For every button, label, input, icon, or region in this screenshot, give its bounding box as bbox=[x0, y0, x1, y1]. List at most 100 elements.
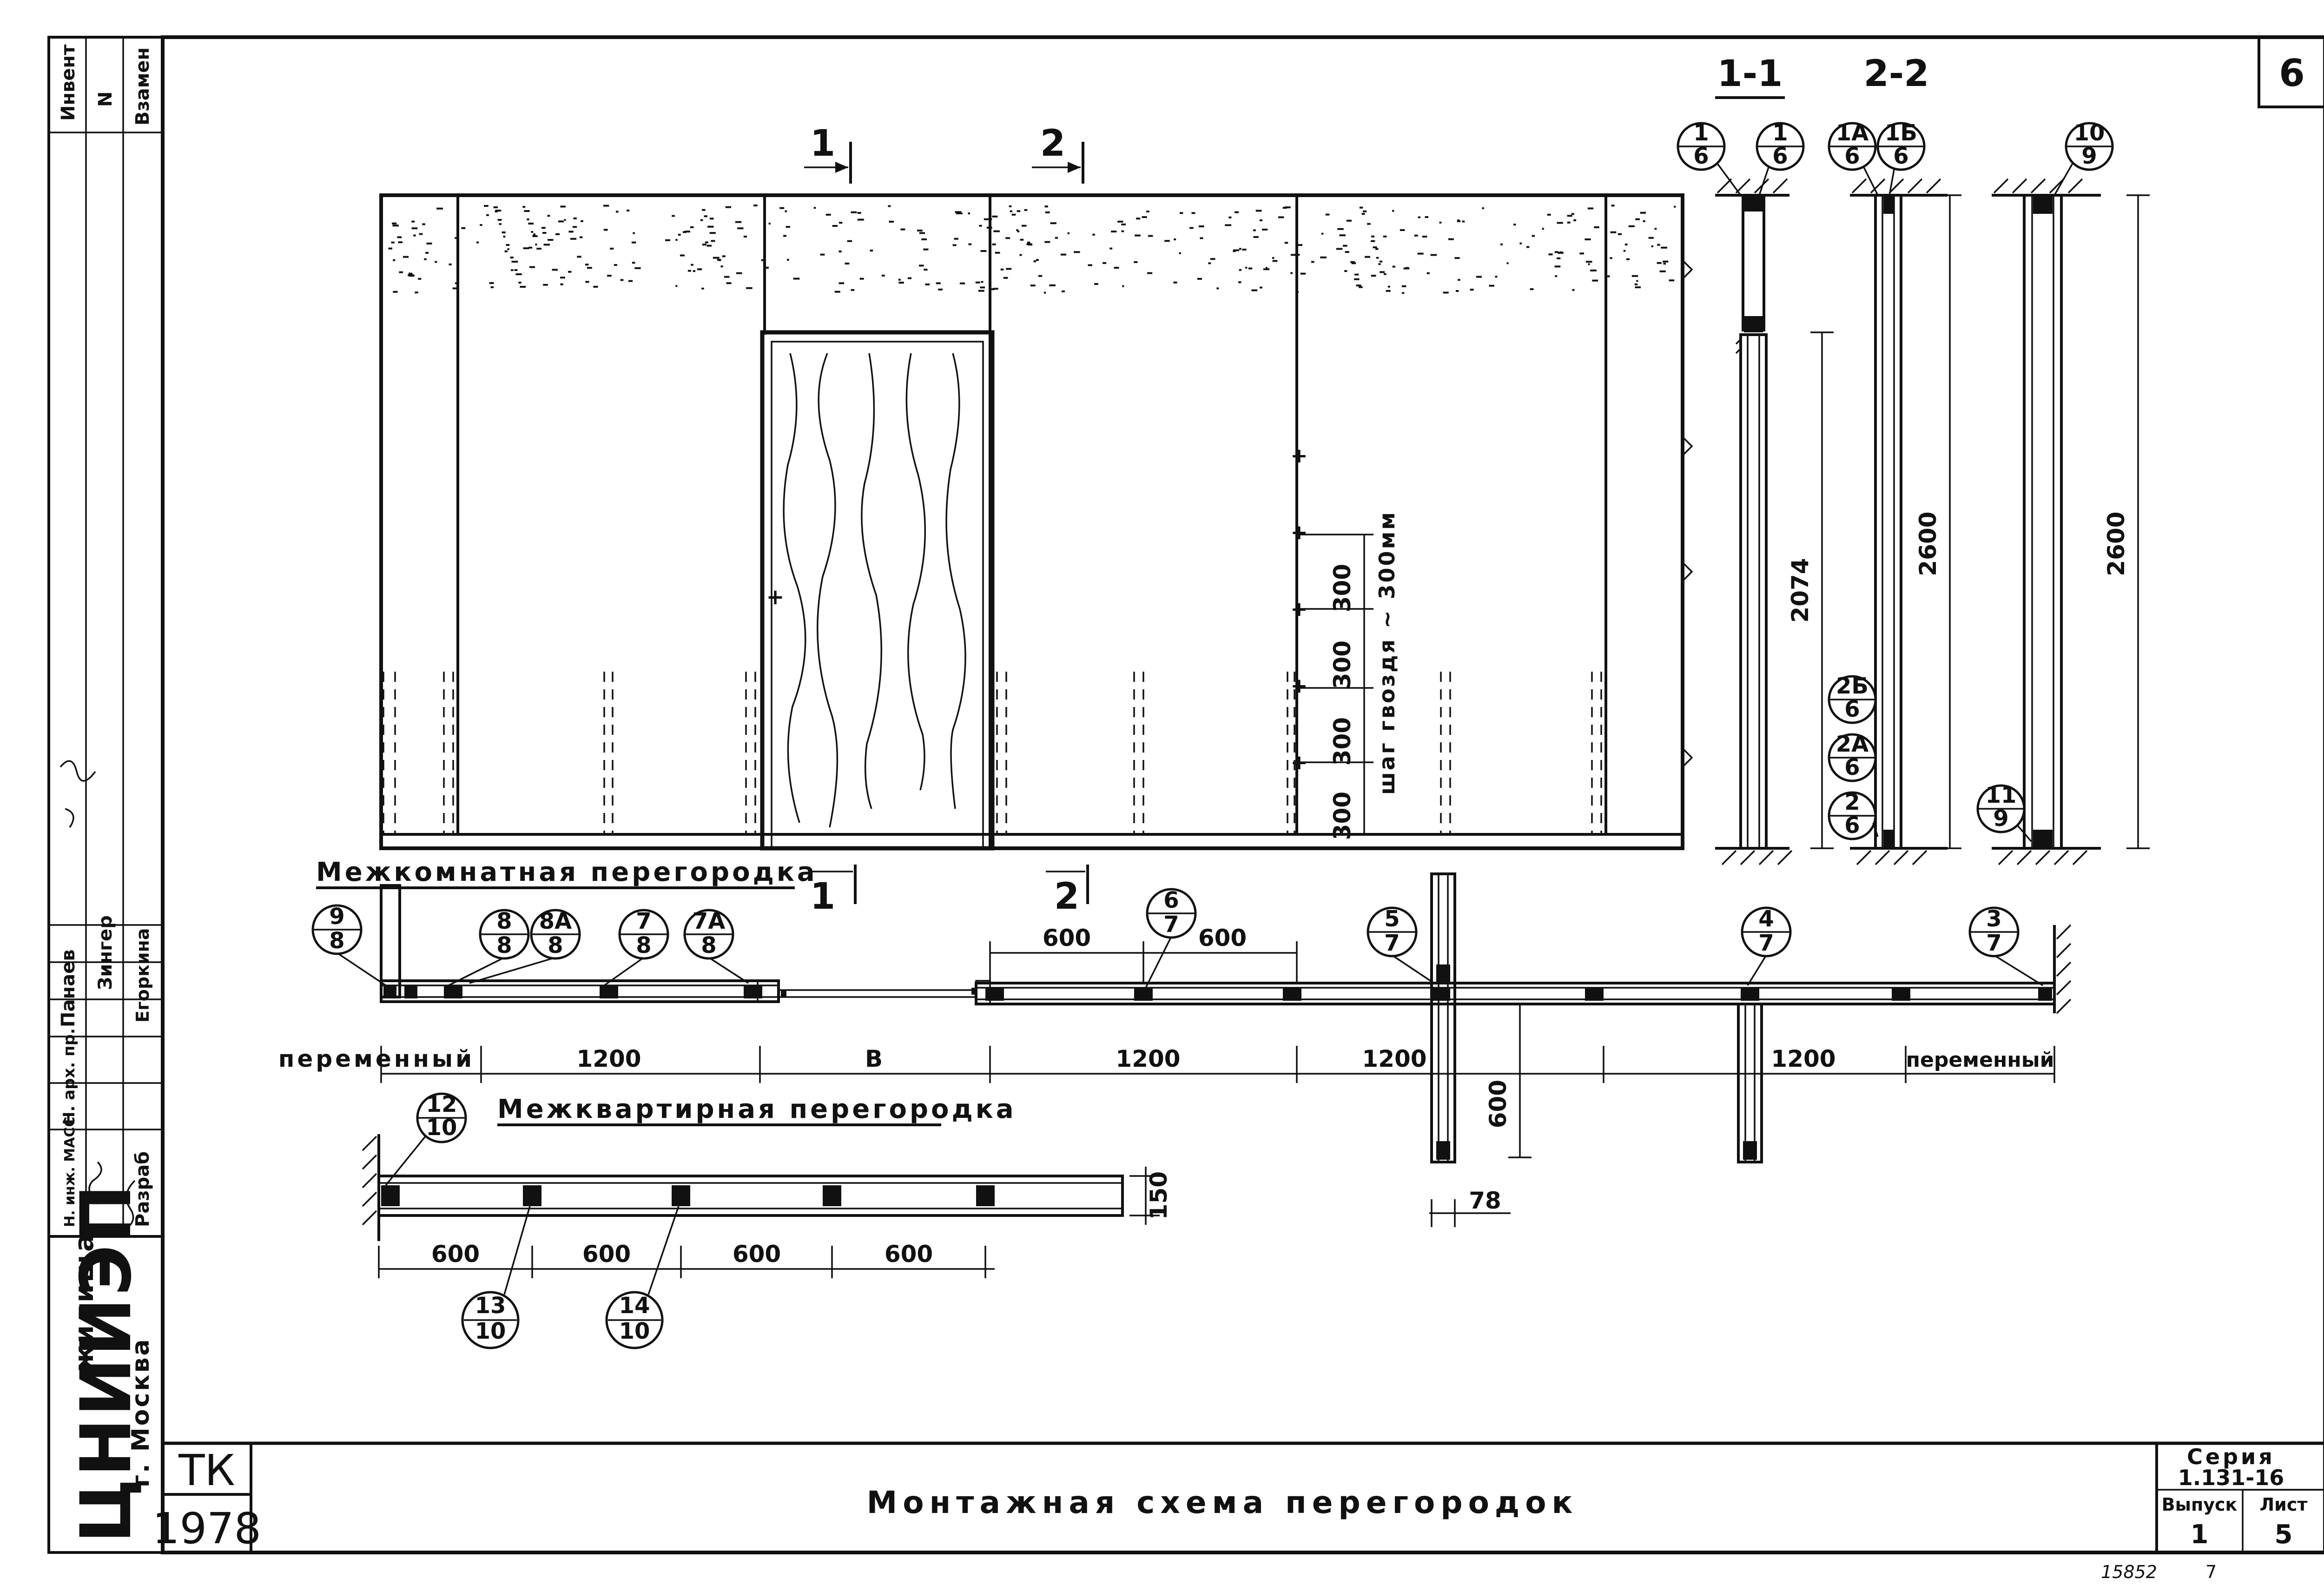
speckle-dot bbox=[1074, 251, 1080, 253]
interroom-bottom-dims: переменный 1200 В 1200 1200 1200 перемен… bbox=[278, 1045, 2055, 1083]
speckle-dot bbox=[1200, 237, 1203, 239]
ref-bubble-1-6-right: 1 6 bbox=[1756, 120, 1805, 196]
speckle-dot bbox=[1367, 223, 1371, 225]
speckle-dot bbox=[418, 277, 422, 280]
speckle-dot bbox=[1458, 279, 1460, 281]
speckle-dot bbox=[719, 259, 721, 261]
speckle-dot bbox=[1401, 285, 1406, 287]
speckle-dot bbox=[900, 228, 905, 231]
speckle-dot bbox=[1028, 244, 1033, 246]
speckle-dot bbox=[408, 272, 412, 275]
speckle-dot bbox=[693, 270, 695, 272]
speckle-dot bbox=[518, 282, 522, 284]
speckle-dot bbox=[991, 288, 995, 291]
speckle-dot bbox=[1448, 238, 1454, 240]
speckle-dot bbox=[1197, 277, 1202, 280]
speckle-dot bbox=[1378, 263, 1381, 265]
speckle-dot bbox=[888, 205, 891, 207]
speckle-dot bbox=[847, 240, 852, 242]
speckle-dot bbox=[1365, 256, 1370, 258]
speckle-dot bbox=[1554, 265, 1561, 268]
speckle-dot bbox=[1354, 278, 1360, 280]
speckle-dot bbox=[1610, 231, 1617, 233]
speckle-dot bbox=[1590, 269, 1597, 271]
speckle-dot bbox=[524, 210, 530, 212]
plan-cut-marker-2: 2 bbox=[1046, 865, 1089, 918]
speckle-dot bbox=[709, 218, 714, 220]
svg-text:10: 10 bbox=[619, 1318, 650, 1344]
series-value: 1.131-16 bbox=[2178, 1465, 2284, 1490]
speckle-dot bbox=[705, 241, 708, 244]
speckle-dot bbox=[486, 214, 489, 216]
speckle-dot bbox=[1476, 276, 1482, 278]
speckle-dot bbox=[707, 225, 714, 228]
speckle-dot bbox=[603, 229, 608, 231]
cut-marker-2: 2 bbox=[1032, 123, 1084, 184]
speckle-dot bbox=[528, 223, 534, 225]
ref-bubble-2-6: 2 6 bbox=[1828, 789, 1879, 840]
speckle-dot bbox=[870, 250, 873, 252]
speckle-dot bbox=[1573, 219, 1577, 221]
speckle-dot bbox=[1036, 259, 1039, 261]
svg-text:10: 10 bbox=[2074, 120, 2105, 146]
bubble-sheet: 8 bbox=[701, 932, 716, 958]
speckle-dot bbox=[1557, 257, 1561, 259]
svg-text:2: 2 bbox=[1054, 876, 1079, 918]
speckle-dot bbox=[1233, 249, 1240, 251]
svg-text:9: 9 bbox=[1993, 806, 2008, 832]
speckle-dot bbox=[408, 274, 410, 277]
org-sub-housing: жилища bbox=[69, 1232, 99, 1371]
speckle-dot bbox=[411, 220, 415, 223]
bubble-number: 6 bbox=[1163, 887, 1179, 913]
speckle-dot bbox=[523, 247, 529, 250]
ref-bubble-4-7: 47 bbox=[1741, 906, 1792, 986]
speckle-dot bbox=[543, 244, 550, 246]
speckle-dot bbox=[1557, 222, 1563, 224]
speckle-dot bbox=[502, 231, 506, 233]
speckle-dot bbox=[1363, 210, 1367, 212]
speckle-dot bbox=[1122, 285, 1124, 287]
speckle-dot bbox=[768, 223, 771, 225]
speckle-dot bbox=[1337, 228, 1344, 230]
speckle-dot bbox=[779, 207, 785, 209]
speckle-dot bbox=[593, 285, 598, 288]
nail-dim-3: 300 bbox=[1329, 717, 1356, 766]
speckle-dot bbox=[1253, 229, 1256, 231]
margin-replace-label: Взамен bbox=[132, 47, 153, 126]
speckle-dot bbox=[1351, 262, 1356, 264]
apt-dim-1: 600 bbox=[431, 1241, 480, 1268]
speckle-dot bbox=[711, 240, 715, 242]
speckle-dot bbox=[1272, 260, 1278, 262]
speckle-dot bbox=[1657, 244, 1660, 246]
speckle-dot bbox=[581, 220, 583, 222]
speckle-dot bbox=[1199, 225, 1204, 227]
speckle-dot bbox=[675, 285, 678, 287]
speckle-dot bbox=[737, 227, 744, 230]
door-center-mark: + bbox=[766, 584, 785, 609]
speckle-dot bbox=[724, 276, 730, 278]
speckle-dot bbox=[1179, 212, 1183, 214]
speckle-dot bbox=[528, 246, 533, 249]
speckle-dot bbox=[461, 227, 466, 229]
speckle-dot bbox=[685, 231, 690, 233]
speckle-dot bbox=[615, 211, 619, 213]
interapartment-plan: Межквартирная перегородка 150 600 600 60… bbox=[362, 1091, 1172, 1349]
speckle-dot bbox=[520, 286, 526, 288]
speckle-dot bbox=[1635, 218, 1640, 220]
speckle-dot bbox=[881, 274, 885, 277]
svg-text:600: 600 bbox=[1485, 1080, 1512, 1128]
speckle-dot bbox=[1343, 244, 1347, 247]
section-3-height: 2600 bbox=[2103, 511, 2130, 576]
speckle-dot bbox=[495, 210, 502, 212]
speckle-dot bbox=[449, 263, 452, 265]
speckle-dot bbox=[1624, 244, 1628, 245]
speckle-dot bbox=[919, 264, 924, 267]
speckle-dot bbox=[504, 250, 508, 252]
speckle-dot bbox=[1263, 268, 1270, 271]
speckle-dot bbox=[1606, 275, 1610, 277]
speckle-dot bbox=[838, 282, 845, 284]
svg-text:1: 1 bbox=[1693, 120, 1709, 146]
speckle-dot bbox=[975, 281, 980, 284]
speckle-dot bbox=[1354, 273, 1359, 276]
break-line bbox=[1682, 259, 1693, 768]
